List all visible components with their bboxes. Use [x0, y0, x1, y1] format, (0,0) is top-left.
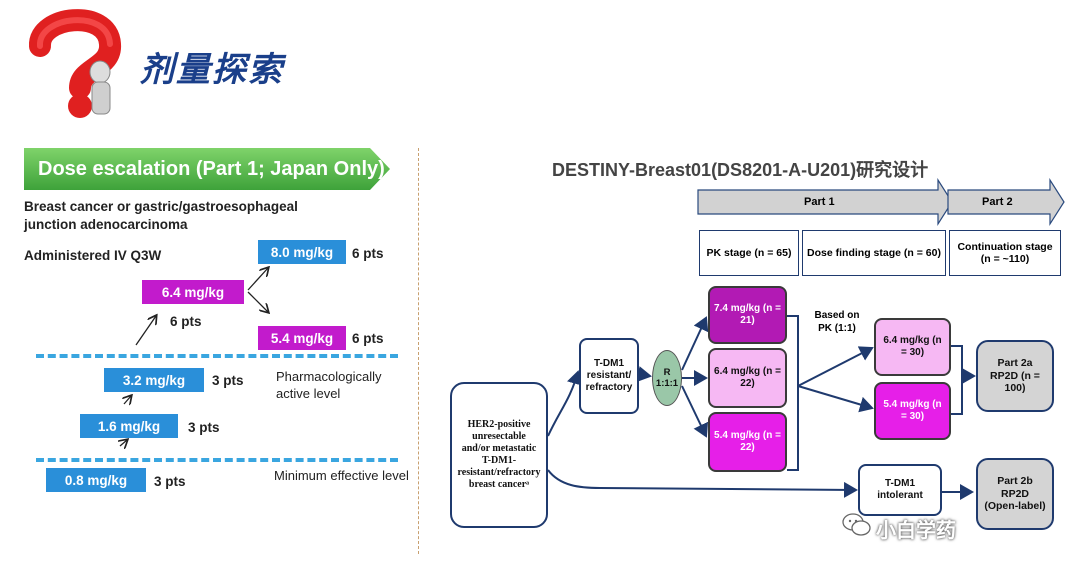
part1-label: Part 1: [804, 196, 835, 208]
stage-continuation: Continuation stage (n = ~110): [949, 230, 1061, 276]
indication-text: Breast cancer or gastric/gastroesophagea…: [24, 199, 298, 232]
pts-1-6: 3 pts: [188, 420, 220, 435]
arrow-8-0: [247, 268, 268, 291]
pts-5-4: 6 pts: [352, 331, 384, 346]
arm-6-4: 6.4 mg/kg (n = 22): [708, 348, 787, 408]
administration-text: Administered IV Q3W: [24, 248, 162, 263]
dose-3-2: 3.2 mg/kg: [104, 368, 204, 392]
tdm1-intolerant-box: T-DM1 intolerant: [858, 464, 942, 516]
pts-3-2: 3 pts: [212, 373, 244, 388]
part-arrows: [697, 178, 1065, 227]
arrow-1-6: [120, 440, 127, 446]
study-design-title: DESTINY-Breast01(DS8201-A-U201)研究设计: [552, 160, 929, 180]
based-on-pk-label: Based on PK (1:1): [814, 310, 860, 334]
minimum-level-label: Minimum effective level: [274, 468, 409, 483]
pharmacologic-level-line: [36, 354, 398, 358]
left-arrows: [0, 0, 420, 572]
pts-6-4: 6 pts: [170, 314, 202, 329]
dose-escalation-banner: Dose escalation (Part 1; Japan Only): [38, 158, 385, 180]
df-6-4: 6.4 mg/kg (n = 30): [874, 318, 951, 376]
randomize-oval: R 1:1:1: [652, 350, 682, 406]
arrow-6-4: [135, 316, 156, 346]
dose-6-4: 6.4 mg/kg: [142, 280, 244, 304]
df-5-4: 5.4 mg/kg (n = 30): [874, 382, 951, 440]
page-title: 剂量探索: [140, 50, 284, 90]
stage-dose-finding: Dose finding stage (n = 60): [802, 230, 946, 276]
dose-8-0: 8.0 mg/kg: [258, 240, 346, 264]
watermark-text: 小白学药: [876, 520, 956, 542]
stage-pk: PK stage (n = 65): [699, 230, 799, 276]
arrow-3-2: [124, 396, 131, 404]
dose-0-8: 0.8 mg/kg: [46, 468, 146, 492]
dose-1-6: 1.6 mg/kg: [80, 414, 178, 438]
panel-divider: [418, 148, 419, 554]
dose-escalation-banner-shape: [24, 148, 390, 190]
tdm1-resistant-box: T-DM1 resistant/ refractory: [579, 338, 639, 414]
wechat-icon: [842, 513, 871, 536]
patients-box: HER2-positive unresectable and/or metast…: [450, 382, 548, 528]
dose-5-4: 5.4 mg/kg: [258, 326, 346, 350]
question-mark-icon: [29, 9, 121, 118]
arrow-5-4: [247, 291, 268, 312]
arm-5-4: 5.4 mg/kg (n = 22): [708, 412, 787, 472]
part2a-box: Part 2a RP2D (n = 100): [976, 340, 1054, 412]
pts-0-8: 3 pts: [154, 474, 186, 489]
part2-label: Part 2: [982, 196, 1013, 208]
arm-7-4: 7.4 mg/kg (n = 21): [708, 286, 787, 344]
part2b-box: Part 2b RP2D (Open-label): [976, 458, 1054, 530]
pharmacologic-level-label: Pharmacologically active level: [276, 369, 382, 401]
minimum-level-line: [36, 458, 398, 462]
pts-8-0: 6 pts: [352, 246, 384, 261]
